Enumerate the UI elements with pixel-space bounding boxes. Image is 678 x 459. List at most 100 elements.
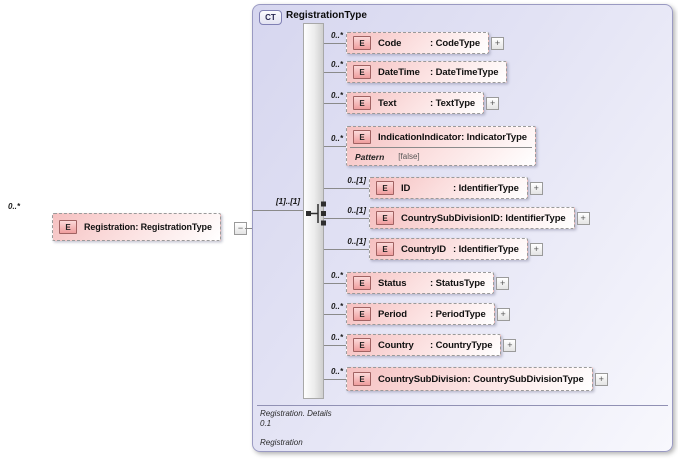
child-element-box[interactable]: E DateTime : DateTimeType bbox=[346, 61, 508, 83]
complex-type-title: RegistrationType bbox=[286, 10, 367, 21]
element-icon: E bbox=[353, 96, 371, 110]
multiplicity-label: 0..* bbox=[330, 91, 343, 100]
connector-line bbox=[324, 218, 369, 219]
element-icon: E bbox=[376, 242, 394, 256]
element-row: E DateTime : DateTimeType bbox=[346, 61, 508, 83]
footer-detail-text: Registration. Details bbox=[260, 409, 332, 418]
expand-icon[interactable]: + bbox=[594, 372, 608, 386]
multiplicity-label: 0..[1] bbox=[347, 206, 366, 215]
compositor-connector-line bbox=[253, 210, 306, 211]
connector-line bbox=[324, 146, 346, 147]
child-element-box[interactable]: E Text : TextType bbox=[346, 92, 485, 114]
facet-separator bbox=[350, 147, 532, 148]
child-element-type: : CountryType bbox=[430, 339, 493, 351]
element-row: E Country : CountryType + bbox=[346, 334, 517, 356]
connector-line bbox=[324, 379, 346, 380]
compositor-multiplicity-label: [1]..[1] bbox=[276, 197, 300, 206]
child-element-type: : IdentifierType bbox=[499, 212, 566, 224]
element-icon: E bbox=[376, 211, 394, 225]
expand-icon[interactable]: + bbox=[496, 307, 510, 321]
connector-line bbox=[324, 314, 346, 315]
child-element-type: : CountrySubDivisionType bbox=[467, 373, 584, 385]
expand-icon[interactable]: + bbox=[529, 242, 543, 256]
connector-line bbox=[324, 345, 346, 346]
child-element-type: : IndicatorType bbox=[461, 131, 527, 143]
child-element-name: CountrySubDivisionID bbox=[401, 212, 500, 224]
element-icon: E bbox=[353, 65, 371, 79]
connector-line bbox=[324, 43, 346, 44]
child-element-type: : IdentifierType bbox=[453, 182, 519, 194]
expand-icon[interactable]: + bbox=[529, 181, 543, 195]
connector-line bbox=[324, 283, 346, 284]
multiplicity-label: 0..* bbox=[330, 302, 343, 311]
child-element-box[interactable]: E Status : StatusType bbox=[346, 272, 495, 294]
multiplicity-label: 0..* bbox=[330, 31, 343, 40]
multiplicity-label: 0..* bbox=[330, 367, 343, 376]
child-element-name: Status bbox=[378, 277, 407, 289]
child-element-box[interactable]: E Country : CountryType bbox=[346, 334, 502, 356]
child-element-name: Country bbox=[378, 339, 414, 351]
child-element-box[interactable]: E CountrySubDivisionID: IdentifierType bbox=[369, 207, 575, 229]
facet-name: Pattern bbox=[355, 151, 385, 162]
sequence-icon[interactable] bbox=[304, 199, 332, 227]
child-element-type: : CodeType bbox=[430, 37, 481, 49]
source-element-registration[interactable]: E Registration : RegistrationType bbox=[52, 213, 221, 241]
expand-icon[interactable]: + bbox=[491, 36, 505, 50]
expand-icon[interactable]: + bbox=[576, 211, 590, 225]
element-row: E CountryID : IdentifierType + bbox=[369, 238, 543, 260]
element-row: E CountrySubDivisionID: IdentifierType + bbox=[369, 207, 590, 229]
child-element-box[interactable]: E Code : CodeType bbox=[346, 32, 490, 54]
child-element-name: Period bbox=[378, 308, 407, 320]
child-element-name: Text bbox=[378, 97, 397, 109]
element-row: E Code : CodeType + bbox=[346, 32, 505, 54]
element-icon: E bbox=[353, 307, 371, 321]
element-row: E Status : StatusType + bbox=[346, 272, 510, 294]
child-element-box[interactable]: E CountryID : IdentifierType bbox=[369, 238, 528, 260]
child-element-type: : DateTimeType bbox=[430, 66, 499, 78]
multiplicity-label: 0..[1] bbox=[347, 237, 366, 246]
child-element-name: DateTime bbox=[378, 66, 420, 78]
footer-name-text: Registration bbox=[260, 438, 303, 447]
child-element-name: ID bbox=[401, 182, 411, 194]
source-multiplicity-label: 0..* bbox=[8, 202, 21, 211]
element-icon: E bbox=[353, 276, 371, 290]
expand-icon[interactable]: + bbox=[496, 276, 510, 290]
element-icon: E bbox=[353, 130, 371, 144]
connector-line bbox=[324, 249, 369, 250]
element-icon: E bbox=[353, 36, 371, 50]
footer-separator bbox=[257, 405, 668, 406]
element-row: E Text : TextType + bbox=[346, 92, 500, 114]
connector-line bbox=[324, 188, 369, 189]
expand-icon[interactable]: + bbox=[503, 338, 517, 352]
source-element-type: : RegistrationType bbox=[135, 222, 212, 232]
child-element-box[interactable]: E Period : PeriodType bbox=[346, 303, 495, 325]
child-element-type: : PeriodType bbox=[430, 308, 486, 320]
expand-icon[interactable]: + bbox=[486, 96, 500, 110]
child-element-name: Code bbox=[378, 37, 402, 49]
connector-line bbox=[245, 228, 253, 229]
source-element-name: Registration bbox=[84, 222, 136, 232]
complex-type-icon: CT bbox=[259, 10, 282, 25]
connector-line bbox=[324, 72, 346, 73]
child-element-type: : IdentifierType bbox=[453, 243, 519, 255]
child-element-name: CountrySubDivision bbox=[378, 373, 468, 385]
multiplicity-label: 0..* bbox=[330, 271, 343, 280]
element-row: E Period : PeriodType + bbox=[346, 303, 510, 325]
child-element-name: CountryID bbox=[401, 243, 447, 255]
footer-version-text: 0.1 bbox=[260, 419, 272, 428]
element-icon: E bbox=[353, 338, 371, 352]
child-element-type: : TextType bbox=[430, 97, 476, 109]
child-element-name: IndicationIndicator bbox=[378, 131, 462, 143]
multiplicity-label: 0..* bbox=[330, 60, 343, 69]
multiplicity-label: 0..* bbox=[330, 134, 343, 143]
element-icon: E bbox=[59, 220, 77, 234]
facet-value: [false] bbox=[398, 152, 420, 161]
child-element-type: : StatusType bbox=[430, 277, 486, 289]
